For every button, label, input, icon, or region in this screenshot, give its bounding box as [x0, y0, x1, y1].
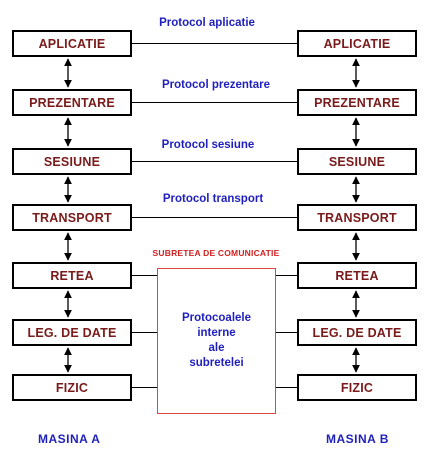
subnet-line-1: Protocoalele — [181, 312, 252, 324]
machine-label-a: MASINA A — [38, 432, 101, 446]
left-layer-fizic: FIZIC — [12, 374, 132, 401]
protocol-label-sesiune: Protocol sesiune — [161, 139, 255, 151]
protocol-label-aplicatie: Protocol aplicatie — [159, 17, 255, 29]
machine-label-b: MASINA B — [326, 432, 389, 446]
protocol-label-prezentare: Protocol prezentare — [162, 79, 270, 91]
left-layer-transport: TRANSPORT — [12, 204, 132, 231]
left-layer-sesiune: SESIUNE — [12, 148, 132, 175]
subnet-line-3: ale — [208, 342, 225, 354]
subnet-title: SUBRETEA DE COMUNICATIE — [152, 248, 280, 258]
right-layer-aplicatie: APLICATIE — [297, 30, 417, 57]
subnet-box: Protocoalele interne ale subretelei — [157, 268, 276, 414]
left-layer-aplicatie: APLICATIE — [12, 30, 132, 57]
protocol-label-transport: Protocol transport — [162, 193, 264, 205]
right-layer-transport: TRANSPORT — [297, 204, 417, 231]
protocol-lines — [132, 43, 297, 388]
left-layer-retea: RETEA — [12, 262, 132, 289]
right-layer-fizic: FIZIC — [297, 374, 417, 401]
subnet-line-2: interne — [197, 327, 236, 339]
subnet-line-4: subretelei — [189, 357, 244, 369]
right-layer-leg-de-date: LEG. DE DATE — [297, 319, 417, 346]
right-layer-prezentare: PREZENTARE — [297, 89, 417, 116]
right-layer-retea: RETEA — [297, 262, 417, 289]
left-layer-leg-de-date: LEG. DE DATE — [12, 319, 132, 346]
subnet-text: Protocoalele interne ale subretelei — [182, 311, 251, 371]
layer-arrows — [64, 58, 360, 373]
left-layer-prezentare: PREZENTARE — [12, 89, 132, 116]
right-layer-sesiune: SESIUNE — [297, 148, 417, 175]
